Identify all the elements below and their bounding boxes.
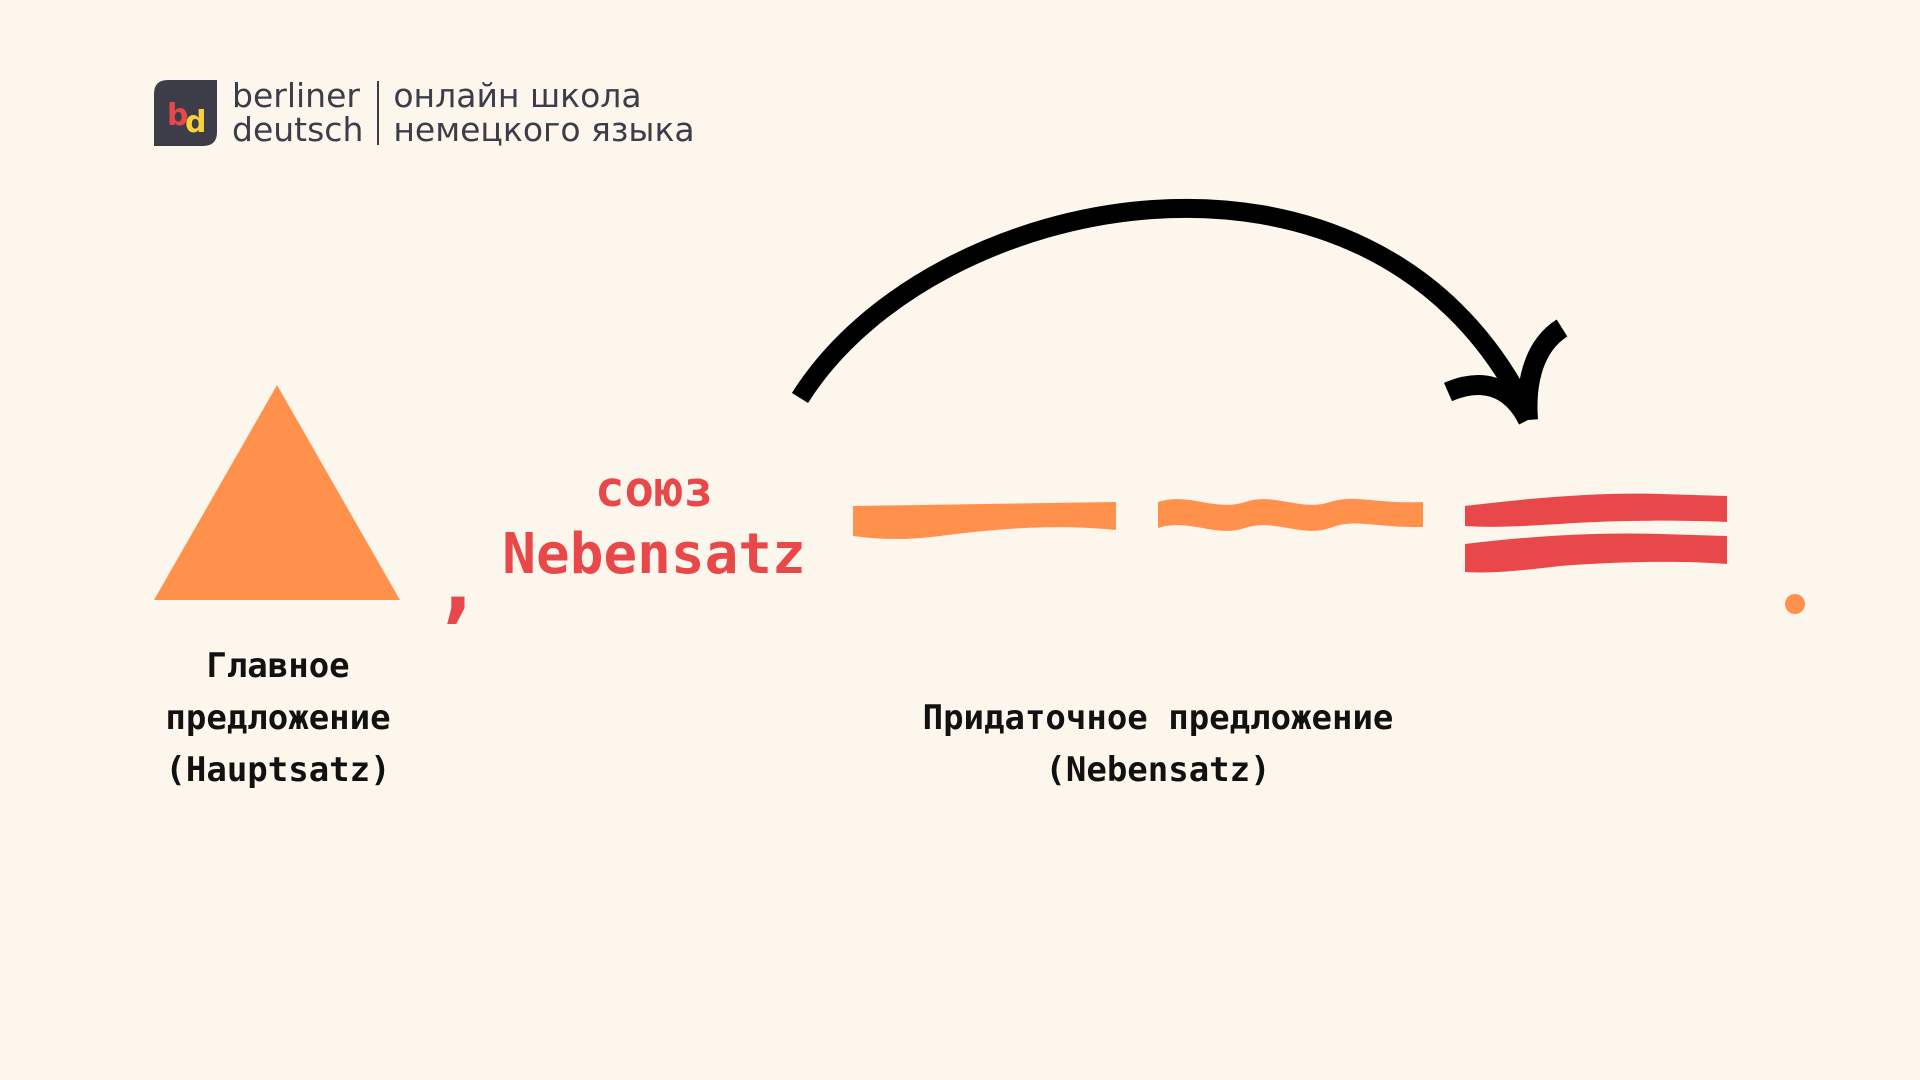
sub-clause-caption: Придаточное предложение (Nebensatz)	[850, 692, 1466, 796]
brand-logo: b d berliner deutsch онлайн школа немецк…	[154, 79, 695, 147]
arrow-head-right	[1517, 319, 1568, 421]
main-clause-caption: Главное предложение (Hauptsatz)	[128, 640, 428, 796]
conjunction-word: союз	[594, 461, 713, 518]
logo-divider	[377, 81, 380, 145]
logo-tagline-line1: онлайн школа	[393, 76, 642, 115]
logo-tagline: онлайн школа немецкого языка	[393, 79, 694, 147]
arrow-head	[1443, 375, 1537, 425]
svg-text:b: b	[167, 98, 188, 133]
red-underline-top	[1465, 493, 1727, 527]
orange-underline-straight	[853, 502, 1116, 539]
curved-arrow	[791, 198, 1534, 413]
sub-clause-caption-line2: (Nebensatz)	[1045, 750, 1271, 790]
logo-mark-icon: b d	[154, 80, 217, 146]
conjunction-type: Nebensatz	[502, 522, 806, 587]
logo-brand-name: berliner deutsch	[232, 79, 363, 147]
red-underline-bottom	[1465, 533, 1727, 573]
main-clause-caption-line1: Главное	[206, 646, 350, 686]
logo-tagline-line2: немецкого языка	[393, 110, 695, 149]
comma-mark: ,	[432, 533, 484, 633]
logo-brand-line2: deutsch	[232, 110, 364, 149]
svg-text:d: d	[185, 105, 206, 140]
orange-underline-wavy	[1158, 498, 1423, 531]
period-dot	[1785, 594, 1805, 614]
logo-brand-line1: berliner	[232, 76, 360, 115]
main-clause-caption-line3: (Hauptsatz)	[165, 750, 391, 790]
main-clause-caption-line2: предложение	[165, 698, 391, 738]
main-clause-triangle	[154, 385, 400, 600]
sub-clause-caption-line1: Придаточное предложение	[922, 698, 1394, 738]
